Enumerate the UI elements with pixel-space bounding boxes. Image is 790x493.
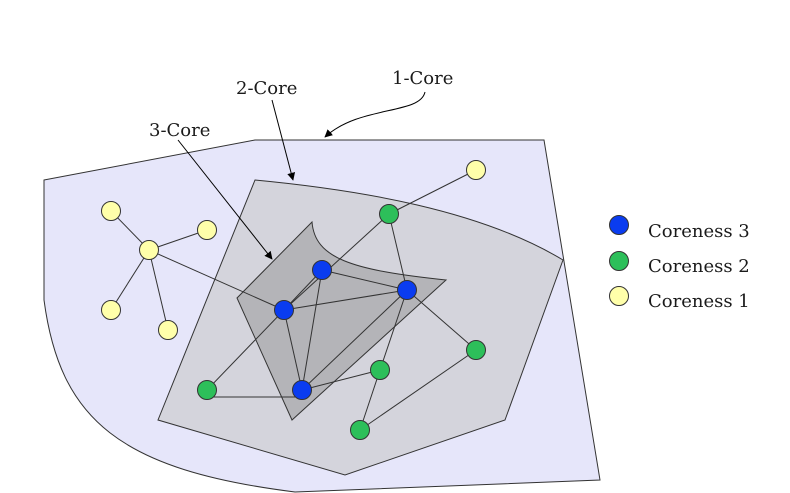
- edge: [388, 213, 408, 291]
- edge: [301, 269, 323, 391]
- legend-marker-coreness-3: [609, 215, 629, 235]
- node-coreness-3: [397, 280, 417, 300]
- edge: [110, 249, 150, 311]
- node-coreness-1: [197, 220, 217, 240]
- edge: [406, 289, 477, 351]
- edge: [379, 289, 408, 371]
- legend: Coreness 3 Coreness 2 Coreness 1: [609, 215, 750, 312]
- node-coreness-3: [274, 300, 294, 320]
- node-coreness-1: [101, 300, 121, 320]
- edge: [283, 213, 390, 311]
- edge: [148, 249, 169, 331]
- legend-label-coreness-3: Coreness 3: [648, 221, 750, 242]
- node-coreness-3: [292, 380, 312, 400]
- node-coreness-1: [139, 240, 159, 260]
- node-coreness-2: [370, 360, 390, 380]
- legend-label-coreness-1: Coreness 1: [648, 291, 750, 312]
- node-coreness-2: [197, 380, 217, 400]
- edge: [359, 369, 381, 431]
- core2-label: 2-Core: [236, 78, 297, 99]
- node-coreness-1: [101, 201, 121, 221]
- core3-pointer: [177, 139, 273, 260]
- legend-marker-coreness-2: [609, 251, 629, 271]
- edge: [283, 309, 303, 391]
- edge: [148, 229, 208, 251]
- node-coreness-2: [466, 340, 486, 360]
- edge: [206, 309, 285, 391]
- edge: [321, 269, 408, 291]
- core3-region: [236, 220, 448, 421]
- node-coreness-3: [312, 260, 332, 280]
- core3-label: 3-Core: [149, 120, 210, 141]
- edge: [388, 169, 477, 215]
- legend-marker-coreness-1: [609, 286, 629, 306]
- node-coreness-1: [158, 320, 178, 340]
- legend-label-coreness-2: Coreness 2: [648, 256, 750, 277]
- nodes-coreness-1: [101, 160, 486, 340]
- edges: [110, 169, 477, 431]
- node-coreness-2: [379, 204, 399, 224]
- edge: [283, 289, 408, 311]
- edge: [301, 289, 408, 391]
- nodes-coreness-2: [197, 204, 486, 440]
- core1-pointer: [324, 91, 426, 138]
- node-coreness-1: [466, 160, 486, 180]
- edge: [148, 249, 285, 311]
- core2-pointer: [271, 99, 296, 181]
- core1-label: 1-Core: [392, 68, 453, 89]
- nodes-coreness-3: [274, 260, 417, 400]
- edge: [359, 349, 477, 431]
- edge: [301, 369, 381, 391]
- node-coreness-2: [350, 420, 370, 440]
